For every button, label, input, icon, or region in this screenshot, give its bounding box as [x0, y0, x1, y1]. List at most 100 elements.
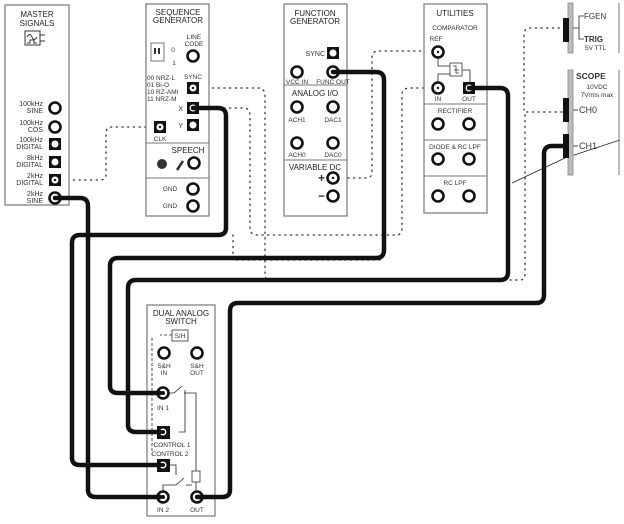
label: SINE — [27, 198, 44, 205]
socket-diode-lpf-in[interactable] — [431, 152, 445, 166]
label: RC LPF — [443, 180, 466, 187]
label: SINE — [27, 108, 44, 115]
label: ANALOG I/O — [292, 89, 338, 98]
label: RECTIFIER — [438, 108, 473, 115]
cable-func-out-to-in1[interactable] — [107, 69, 387, 396]
label: DIGITAL — [16, 144, 43, 151]
dotted-wire-fgen-trig — [523, 27, 566, 111]
panel-title: MASTER — [20, 10, 54, 19]
label: FUNC OUT — [316, 79, 350, 86]
socket-seq-sync[interactable] — [187, 82, 199, 94]
patch-cables — [52, 69, 568, 500]
dotted-wire-x-to-comparator-in — [200, 87, 433, 236]
socket-seq-clk[interactable] — [154, 121, 166, 133]
ch0-bnc[interactable] — [563, 98, 569, 122]
label: IN — [435, 96, 442, 103]
cable-comparator-out-to-control1[interactable] — [125, 85, 511, 435]
label: COMPARATOR — [432, 25, 478, 32]
socket-line-code[interactable] — [186, 49, 200, 63]
socket-gnd-2[interactable] — [186, 199, 200, 213]
label: 2kHz — [27, 173, 43, 180]
socket-ach0[interactable] — [290, 136, 304, 150]
socket-sh-in[interactable] — [157, 346, 171, 360]
label: − — [318, 189, 325, 203]
scope-connector: SCOPE 10VDC 7Vrms max CH0 CH1 — [563, 69, 620, 176]
label: 10 RZ-AMI — [147, 89, 179, 96]
label: CONTROL 1 — [154, 442, 191, 449]
socket-gnd-1[interactable] — [186, 182, 200, 196]
socket-diode-lpf-out[interactable] — [462, 152, 476, 166]
label: GND — [163, 186, 178, 193]
socket-rc-lpf-out[interactable] — [462, 189, 476, 203]
switch-2-symbol — [162, 464, 192, 491]
label: 100kHz — [19, 137, 43, 144]
comparator-icon — [449, 62, 463, 77]
label: DIGITAL — [16, 162, 43, 169]
dip-switch[interactable] — [150, 42, 165, 62]
label: CLK — [154, 136, 167, 143]
socket-vcc-in[interactable] — [290, 65, 304, 79]
label: X — [178, 106, 183, 113]
label: Y — [178, 123, 183, 130]
cable-2khz-sine-to-in2[interactable] — [52, 195, 163, 500]
socket-rectifier-in[interactable] — [431, 117, 445, 131]
label: COS — [28, 127, 44, 134]
speaker-icon — [157, 159, 167, 169]
dotted-wire-2khz-digital-to-clk — [61, 126, 153, 181]
label: GND — [163, 203, 178, 210]
socket-rectifier-out[interactable] — [462, 117, 476, 131]
utilities-panel: UTILITIES COMPARATOR REF IN OUT RECTIFIE… — [423, 3, 488, 214]
label: SYNC — [184, 74, 202, 81]
socket-seq-y[interactable] — [187, 119, 199, 131]
label: S&H — [157, 363, 171, 370]
label: DIGITAL — [16, 180, 43, 187]
socket-speech[interactable] — [187, 156, 201, 170]
cable-seq-x-to-control2[interactable] — [69, 105, 229, 468]
label: UTILITIES — [436, 9, 473, 18]
comparator-lines — [437, 58, 471, 82]
label: 01 Bi-O — [147, 82, 169, 89]
label: OUT — [190, 507, 204, 514]
label: 100kHz — [19, 101, 43, 108]
label: CH1 — [579, 141, 597, 151]
label: 0 — [171, 47, 175, 54]
label: IN — [161, 370, 168, 377]
label: 10VDC — [587, 84, 608, 91]
socket-variable-dc-minus[interactable] — [326, 189, 340, 203]
label: DAC1 — [324, 117, 342, 124]
label: VCC IN — [286, 79, 308, 86]
panel-title: SEQUENCE — [156, 8, 201, 17]
label: 1 — [172, 60, 176, 67]
label: 2kHz — [27, 191, 43, 198]
label: 00 NRZ-L — [147, 75, 176, 82]
label: 100kHz — [19, 120, 43, 127]
label: FGEN — [584, 12, 606, 21]
socket-fg-sync[interactable] — [327, 47, 339, 59]
label: FUNCTION — [294, 9, 336, 18]
cable-ch1-to-das-out[interactable] — [194, 143, 568, 500]
label: VARIABLE DC — [289, 163, 342, 172]
microphone-icon — [175, 160, 185, 171]
label: SYNC — [306, 51, 325, 58]
socket-rc-lpf-in[interactable] — [431, 189, 445, 203]
socket-dac1[interactable] — [326, 100, 340, 114]
dual-analog-switch-panel: DUAL ANALOG SWITCH S/H S&H IN S&H OUT IN… — [146, 304, 216, 517]
label: CODE — [185, 41, 204, 48]
fgen-bnc[interactable] — [563, 18, 569, 42]
label: + — [318, 171, 325, 185]
signal-generator-icon — [24, 30, 45, 46]
socket-ach1[interactable] — [290, 100, 304, 114]
label: SPEECH — [172, 146, 205, 155]
label: SCOPE — [576, 71, 606, 81]
label: CH0 — [579, 105, 597, 115]
socket-dac0[interactable] — [326, 136, 340, 150]
socket-sh-out[interactable] — [190, 346, 204, 360]
panel-title: GENERATOR — [153, 16, 203, 25]
